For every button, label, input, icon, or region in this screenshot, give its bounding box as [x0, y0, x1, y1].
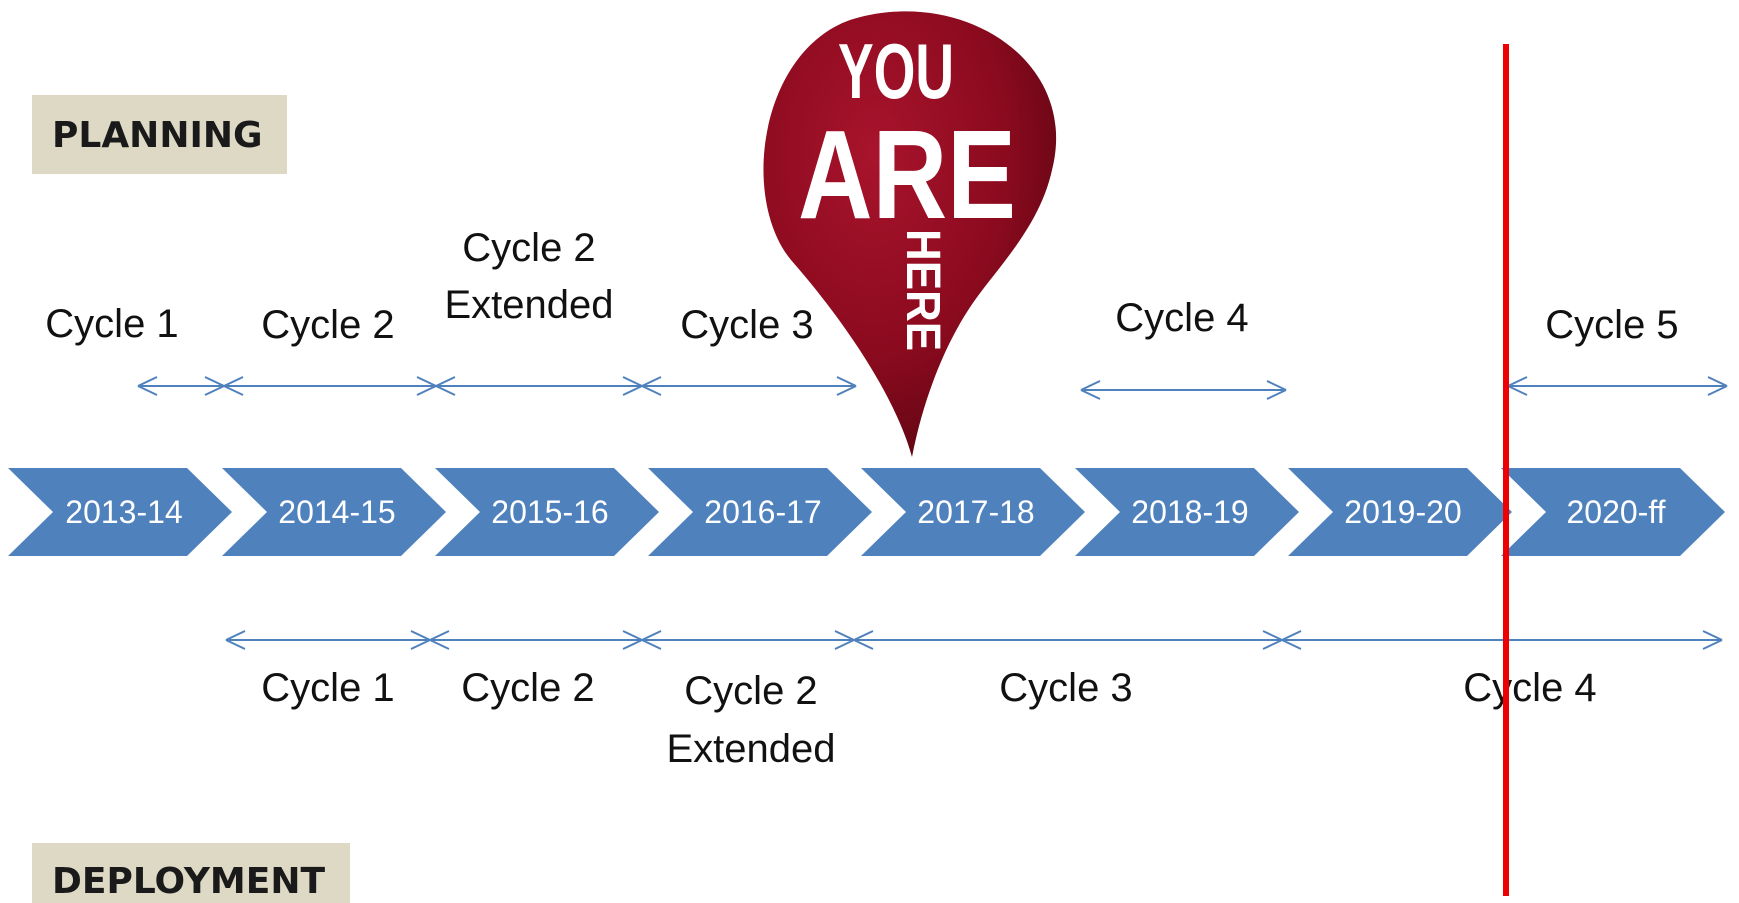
year-chevron-row: 2013-14 2014-15 2015-16 2016-17 2017-18 … — [8, 468, 1725, 556]
you-are-here-pin: YOU ARE HERE — [763, 11, 1057, 457]
double-arrow — [641, 630, 855, 650]
deployment-cycle-label: Cycle 4 — [1463, 666, 1596, 710]
deployment-cycle-label: Extended — [666, 727, 835, 771]
deployment-label: DEPLOYMENT — [32, 843, 350, 903]
double-arrow — [225, 630, 431, 650]
pin-text-are: ARE — [798, 104, 1016, 245]
double-arrow — [1281, 630, 1723, 650]
double-arrow — [137, 376, 225, 396]
year-chevron — [1075, 468, 1299, 556]
double-arrow — [1507, 376, 1728, 396]
planning-cycle-label: Cycle 5 — [1545, 303, 1678, 347]
year-label: 2014-15 — [278, 494, 395, 530]
year-label: 2015-16 — [491, 494, 608, 530]
planning-cycle-label: Cycle 2 — [261, 303, 394, 347]
planning-label: PLANNING — [32, 95, 287, 174]
planning-cycle-label: Cycle 2 — [462, 226, 595, 270]
year-chevron — [1501, 468, 1725, 556]
year-label: 2017-18 — [917, 494, 1034, 530]
planning-cycle-label: Cycle 4 — [1115, 296, 1248, 340]
deployment-cycle-label: Cycle 1 — [261, 666, 394, 710]
planning-arrows — [137, 376, 1728, 400]
planning-cycle-label: Extended — [444, 283, 613, 327]
year-chevron — [222, 468, 446, 556]
double-arrow — [435, 376, 643, 396]
year-chevron — [1288, 468, 1512, 556]
year-chevron — [861, 468, 1085, 556]
year-label: 2016-17 — [704, 494, 821, 530]
double-arrow — [853, 630, 1283, 650]
pin-text-here: HERE — [896, 229, 949, 351]
deployment-arrows — [225, 630, 1723, 650]
year-label: 2019-20 — [1344, 494, 1461, 530]
year-chevron — [435, 468, 659, 556]
double-arrow — [223, 376, 437, 396]
pin-text-you: YOU — [838, 27, 954, 115]
year-chevron — [8, 468, 232, 556]
year-label: 2018-19 — [1131, 494, 1248, 530]
deployment-cycle-label: Cycle 3 — [999, 666, 1132, 710]
year-label: 2013-14 — [65, 494, 182, 530]
planning-cycle-label: Cycle 1 — [45, 302, 178, 346]
double-arrow — [429, 630, 643, 650]
deployment-cycle-labels: Cycle 1 Cycle 2 Cycle 2 Extended Cycle 3… — [261, 666, 1596, 771]
deployment-cycle-label: Cycle 2 — [684, 669, 817, 713]
year-chevron — [648, 468, 872, 556]
deployment-cycle-label: Cycle 2 — [461, 666, 594, 710]
double-arrow — [641, 376, 857, 396]
planning-cycle-labels: Cycle 1 Cycle 2 Cycle 2 Extended Cycle 3… — [45, 226, 1678, 347]
map-pin-icon — [763, 11, 1057, 457]
planning-cycle-label: Cycle 3 — [680, 303, 813, 347]
year-label: 2020-ff — [1566, 494, 1665, 530]
double-arrow — [1080, 380, 1287, 400]
